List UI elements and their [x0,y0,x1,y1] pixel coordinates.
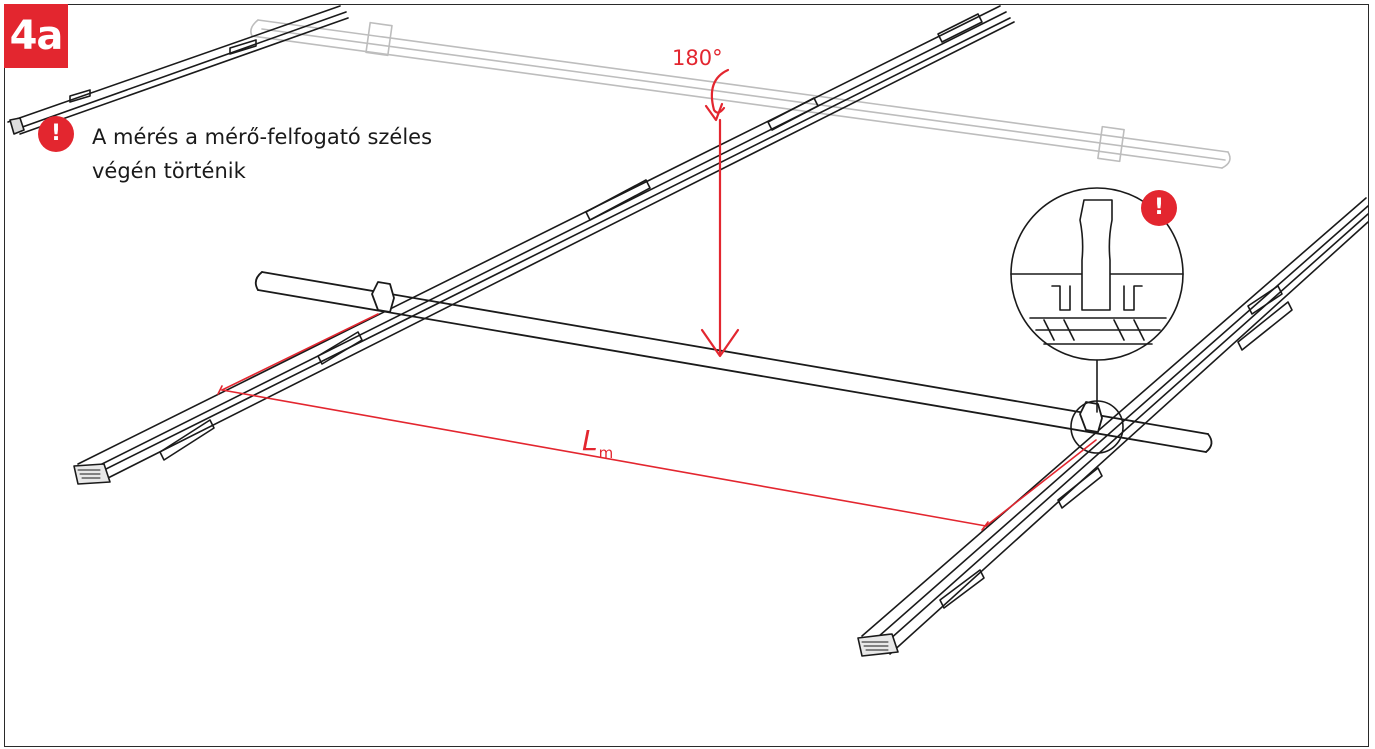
measurement-symbol: L [582,424,598,457]
measurement-length-label: Lm [582,424,613,462]
ghost-measuring-bar [250,19,1231,169]
rail-top-left [7,5,349,135]
measurement-lines [217,313,1097,531]
measurement-subscript: m [598,444,614,462]
step-badge: 4a [4,4,68,68]
detail-callout [1010,187,1184,454]
detail-warning-icon: ! [1141,190,1177,226]
note-line-1: A mérés a mérő-felfogató széles [92,125,433,149]
warning-icon: ! [38,116,74,152]
illustration-frame [4,4,1369,747]
note-line-2: végén történik [92,159,246,183]
rail-middle [73,5,1015,485]
measuring-bar [254,271,1213,453]
rotation-arrow [700,68,740,358]
measurement-note: A mérés a mérő-felfogató széles végén tö… [92,120,512,188]
rotation-angle-label: 180° [672,46,723,70]
